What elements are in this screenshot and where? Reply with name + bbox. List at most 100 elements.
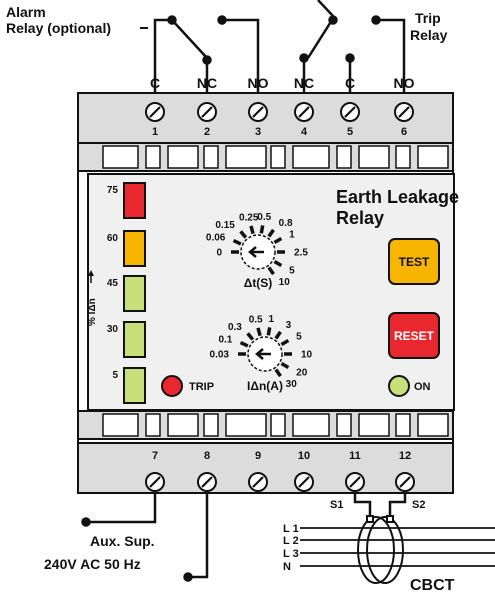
dial-tick-label: 1 [289,230,295,241]
trip-relay-label-line2: Relay [410,27,448,43]
line-label: L 2 [283,535,299,547]
reset-button-label: RESET [394,329,435,343]
terminal-slot [292,145,330,169]
terminal-number: 6 [401,126,407,138]
on-led [388,375,410,397]
contact-label-2: NC [197,75,217,91]
led-level-label: 5 [112,370,118,381]
screw-terminal[interactable]: 1 [145,102,165,138]
led-level-label: 75 [107,185,119,196]
dial-tick [232,239,242,246]
terminal-slot [336,145,352,169]
terminal-slot [167,413,199,437]
terminal-slot [270,413,286,437]
line-label: L 1 [283,523,299,535]
dial-pointer-arrow [248,246,257,258]
reset-button[interactable]: RESET [388,312,440,359]
contact-label-4: NC [294,75,314,91]
led-level-bar [123,230,146,267]
dial-tick [266,327,272,336]
terminal-slot [395,145,411,169]
terminal-number: 3 [255,126,261,138]
screw-terminal[interactable]: 3 [248,102,268,138]
terminal-number: 8 [204,450,210,462]
screw-terminal[interactable]: 7 [145,450,165,492]
terminal-number: 10 [298,450,310,462]
led-axis-label: % IΔn [87,298,98,326]
led-level-bar [123,367,146,404]
dial-tick [280,361,290,370]
trip-led [161,375,183,397]
terminal-slot [225,145,267,169]
trip-label: TRIP [189,381,214,393]
terminal-slot [167,145,199,169]
screw-terminal[interactable]: 5 [340,102,360,138]
screw-terminal[interactable]: 6 [394,102,414,138]
terminal-number: 11 [349,450,361,462]
contact-label-5: C [345,75,355,91]
bottom-wiring [81,493,407,582]
terminal-slot [203,145,219,169]
dial-tick-label: 0.8 [279,218,293,229]
dial-tick [280,338,290,347]
dial-tick-label: 0.25 [239,213,259,224]
dial-tick-label: 3 [286,320,292,331]
test-button[interactable]: TEST [388,238,440,285]
alarm-relay-label-line2: Relay (optional) [6,20,111,36]
terminal-slot [417,413,449,437]
line-conductors [300,527,495,567]
s2-label: S2 [412,499,425,511]
dial-label: Δt(S) [244,276,273,290]
screw-terminal[interactable]: 10 [294,450,314,492]
line-label: L 3 [283,548,299,560]
dial-tick [249,225,255,235]
dial-tick-label: 0.03 [210,350,230,361]
led-level-bar [123,182,146,219]
line-labels: L 1L 2L 3N [283,523,299,573]
bottom-terminal-block [77,442,454,494]
dial-tick [239,341,249,348]
bottom-terminals: 7 8 9 10 11 12 [145,450,415,492]
contact-label-1: C [150,75,160,91]
dial-tick-label: 5 [296,332,302,343]
terminal-number: 7 [152,450,158,462]
dial-pointer-arrow [255,348,264,360]
top-wiring [153,0,406,95]
dial-tick [274,330,282,340]
screw-terminal[interactable]: 4 [294,102,314,138]
screw-terminal[interactable]: 8 [197,450,217,492]
terminal-slot [417,145,449,169]
terminal-number: 9 [255,450,261,462]
dial-tick-label: 10 [279,277,291,288]
screw-terminal[interactable]: 9 [248,450,268,492]
terminal-number: 4 [301,126,308,138]
screw-terminal[interactable]: 2 [197,102,217,138]
terminal-slot [145,413,161,437]
s1-label: S1 [330,499,343,511]
contact-label-3: NO [248,75,269,91]
device-title-line1: Earth Leakage [336,187,459,207]
dial-tick [274,368,282,378]
aux-supply-label-line2: 240V AC 50 Hz [44,556,141,572]
terminal-number: 2 [204,126,210,138]
terminal-slot [203,413,219,437]
terminal-slot [336,413,352,437]
led-level-label: 45 [107,278,119,289]
screw-terminal[interactable]: 11 [345,450,365,492]
alarm-relay-label-line1: Alarm [6,4,46,20]
terminal-slot [395,413,411,437]
terminal-slot [145,145,161,169]
led-level-label: 30 [107,324,119,335]
dial-tick-label: 2.5 [294,248,308,259]
dial-tick-label: 30 [286,379,298,390]
dial-tick-label: 0.5 [249,315,263,326]
terminal-slot [102,145,139,169]
dial-tick [246,332,255,341]
dial-tick-label: 0.5 [257,212,271,223]
screw-terminal[interactable]: 12 [395,450,415,492]
top-terminals: 1 2 3 4 5 6 [145,102,414,138]
